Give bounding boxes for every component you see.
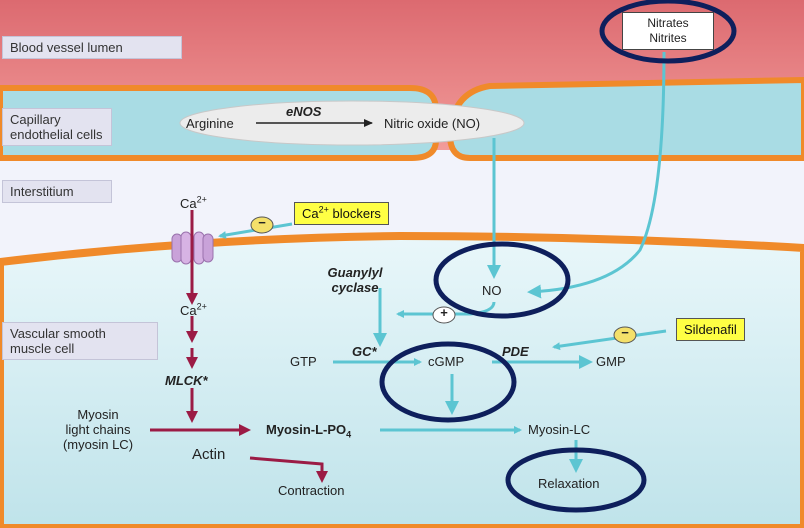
gc-star-label: GC* bbox=[352, 344, 377, 359]
calcium-inside-sup: 2+ bbox=[196, 301, 207, 312]
region-lumen-text: Blood vessel lumen bbox=[10, 40, 123, 55]
nitrites-label: Nitrites bbox=[649, 31, 687, 45]
relaxation-highlight-ring bbox=[505, 447, 647, 513]
region-label-lumen: Blood vessel lumen bbox=[2, 36, 182, 59]
myosin-light-chains-label: Myosin light chains (myosin LC) bbox=[50, 407, 146, 452]
calcium-channel-icon bbox=[171, 231, 214, 265]
gc-plus-icon bbox=[432, 306, 456, 324]
calcium-outside-label: Ca2+ bbox=[180, 194, 207, 211]
region-smooth-muscle-text: Vascular smooth muscle cell bbox=[10, 326, 106, 356]
region-endothelial-text: Capillary endothelial cells bbox=[10, 112, 103, 142]
myosin-lc-line-1: Myosin bbox=[77, 407, 119, 422]
myosin-lc-line-3: (myosin LC) bbox=[62, 437, 134, 452]
cgmp-label: cGMP bbox=[428, 354, 465, 369]
ca-blocker-minus-icon bbox=[250, 216, 274, 234]
region-label-endothelial: Capillary endothelial cells bbox=[2, 108, 112, 146]
nitrates-highlight-ring bbox=[599, 0, 737, 64]
smooth-muscle-membrane bbox=[0, 231, 804, 528]
myosin-lc-line-2: light chains bbox=[65, 422, 131, 437]
myosin-lc-product-label: Myosin-LC bbox=[528, 422, 591, 437]
sildenafil-box: Sildenafil bbox=[676, 318, 745, 341]
myosin-l-po4-base: Myosin-L-PO bbox=[266, 422, 347, 437]
calcium-inside-label: Ca2+ bbox=[180, 301, 207, 318]
nitrates-label: Nitrates bbox=[647, 16, 689, 30]
contraction-label: Contraction bbox=[278, 483, 345, 498]
ca-blockers-box: Ca2+ blockers bbox=[294, 202, 389, 225]
highlight-rings bbox=[379, 0, 737, 513]
calcium-pathway-arrows bbox=[150, 210, 328, 483]
guanylyl-cyclase-label: Guanylyl cyclase bbox=[327, 265, 383, 295]
enos-label: eNOS bbox=[286, 104, 322, 119]
calcium-inside-base: Ca bbox=[180, 303, 197, 318]
gtp-label: GTP bbox=[290, 354, 317, 369]
no-label: NO bbox=[482, 283, 502, 298]
cgmp-highlight-ring bbox=[379, 341, 517, 423]
gc-plus-sign: + bbox=[440, 305, 448, 320]
ca-blockers-base: Ca bbox=[302, 206, 319, 221]
region-label-smooth-muscle: Vascular smooth muscle cell bbox=[2, 322, 158, 360]
gmp-label: GMP bbox=[596, 354, 626, 369]
mlck-label: MLCK* bbox=[165, 373, 208, 388]
region-label-interstitium: Interstitium bbox=[2, 180, 112, 203]
ca-blockers-sup: 2+ bbox=[318, 204, 329, 215]
myosin-l-po4-sub: 4 bbox=[346, 429, 352, 440]
region-interstitium-text: Interstitium bbox=[10, 184, 74, 199]
myosin-l-po4-label: Myosin-L-PO4 bbox=[266, 422, 351, 440]
ca-blocker-minus-sign: − bbox=[258, 215, 266, 230]
no-highlight-ring bbox=[433, 241, 571, 319]
nitric-oxide-label: Nitric oxide (NO) bbox=[384, 116, 481, 131]
sildenafil-minus-icon bbox=[613, 326, 637, 344]
pde-label: PDE bbox=[502, 344, 529, 359]
sildenafil-minus-sign: − bbox=[621, 325, 629, 340]
calcium-outside-sup: 2+ bbox=[196, 194, 207, 205]
arginine-label: Arginine bbox=[186, 116, 234, 131]
actin-label: Actin bbox=[192, 446, 226, 463]
nitrates-nitrites-box: Nitrates Nitrites bbox=[622, 12, 714, 50]
calcium-outside-base: Ca bbox=[180, 196, 197, 211]
relaxation-label: Relaxation bbox=[538, 476, 600, 491]
ca-blockers-rest: blockers bbox=[328, 206, 381, 221]
sildenafil-label: Sildenafil bbox=[684, 322, 737, 337]
